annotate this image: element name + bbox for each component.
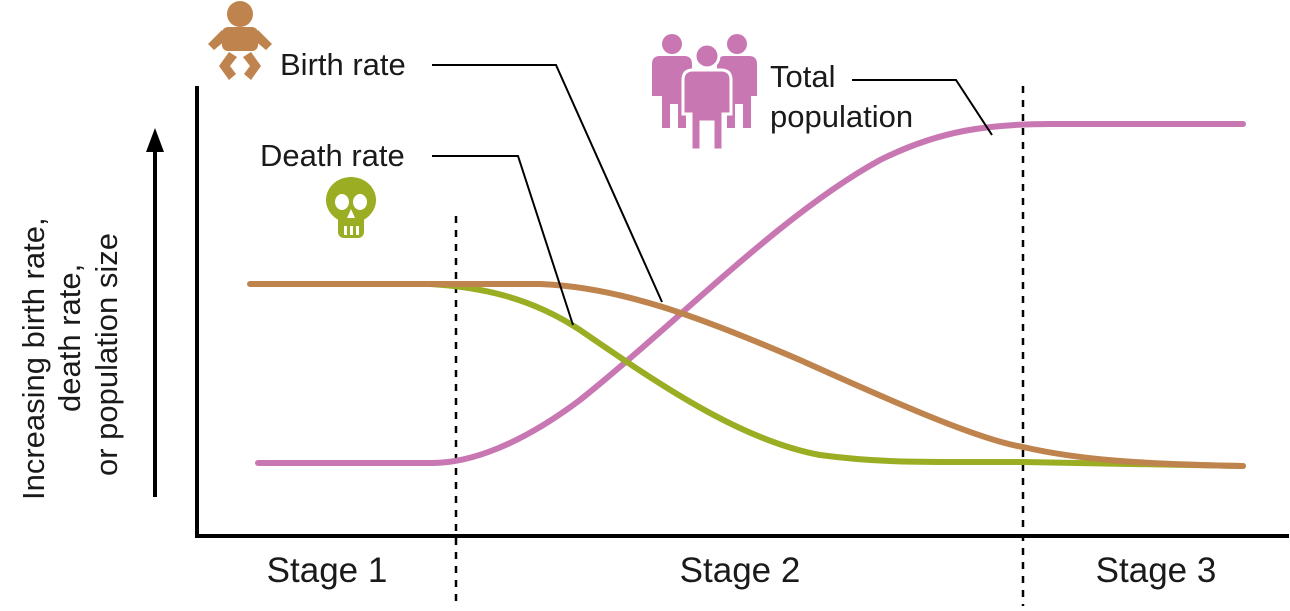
total-population-curve	[255, 121, 1246, 466]
baby-icon	[208, 1, 272, 80]
y-axis-label-line-2: death rate,	[52, 264, 87, 412]
stage-3-label: Stage 3	[1096, 551, 1217, 590]
y-axis-label: Increasing birth rate, death rate, or po…	[16, 217, 124, 500]
y-axis-label-line-3: or population size	[89, 233, 124, 476]
leader-lines	[432, 64, 993, 326]
stage-1-label: Stage 1	[267, 551, 388, 590]
skull-icon	[326, 177, 376, 238]
stage-dividers	[454, 86, 1025, 606]
total-population-label-line-1: Total	[770, 59, 835, 94]
total-population-leader	[852, 79, 993, 136]
y-axis-arrow	[146, 128, 164, 497]
birth-rate-leader	[432, 64, 663, 303]
y-axis-label-line-1: Increasing birth rate,	[16, 217, 51, 500]
total-population-label-line-2: population	[770, 99, 913, 134]
birth-rate-curve	[247, 281, 1246, 469]
death-rate-label: Death rate	[260, 138, 405, 173]
death-rate-curve	[427, 281, 1246, 469]
death-rate-leader	[432, 155, 574, 326]
people-group-icon	[652, 34, 757, 152]
stage-2-label: Stage 2	[680, 551, 801, 590]
birth-rate-label: Birth rate	[280, 47, 406, 82]
axes	[195, 86, 1289, 538]
